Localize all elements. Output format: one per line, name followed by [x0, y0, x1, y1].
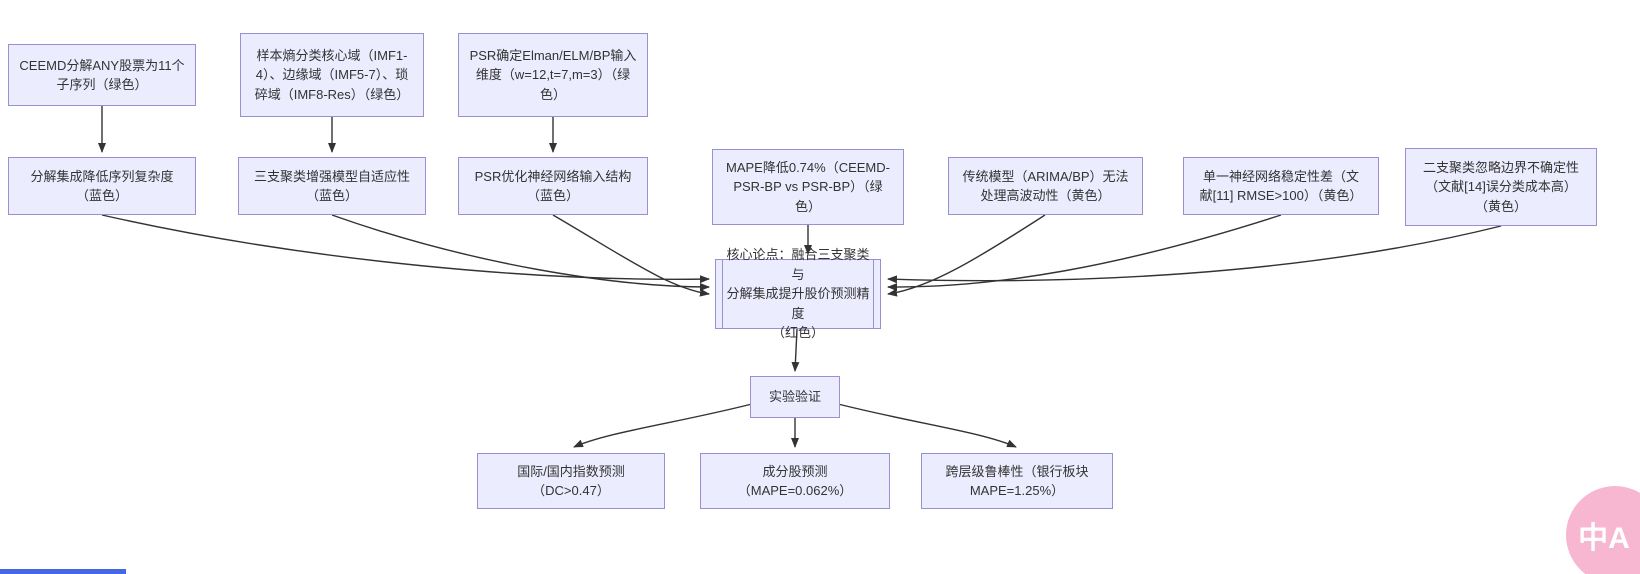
- node-three-way-clustering-benefit: 三支聚类增强模型自适应性 （蓝色）: [238, 157, 426, 215]
- edge-n9-core: [887, 214, 1282, 292]
- node-label: 核心论点：融合三支聚类与 分解集成提升股价预测精度 （红色）: [726, 247, 870, 341]
- edge-n10-core: [887, 225, 1502, 284]
- node-label: PSR确定Elman/ELM/BP输入 维度（w=12,t=7,m=3）（绿 色…: [469, 47, 637, 102]
- edge-exp-b3: [837, 403, 1017, 448]
- node-single-nn-limitation: 单一神经网络稳定性差（文 献[11] RMSE>100）（黄色）: [1183, 157, 1379, 215]
- node-label: 跨层级鲁棒性（银行板块 MAPE=1.25%）: [945, 463, 1089, 499]
- edge-core-exp: [791, 328, 800, 372]
- edge-n4-core: [101, 214, 710, 284]
- node-label: CEEMD分解ANY股票为11个 子序列（绿色）: [19, 57, 185, 93]
- node-label: 样本熵分类核心域（IMF1- 4）、边缘域（IMF5-7）、琐 碎域（IMF8-…: [254, 47, 410, 102]
- node-ceemd-decomposition: CEEMD分解ANY股票为11个 子序列（绿色）: [8, 44, 196, 106]
- node-psr-input-dimension: PSR确定Elman/ELM/BP输入 维度（w=12,t=7,m=3）（绿 色…: [458, 33, 648, 117]
- node-label: 单一神经网络稳定性差（文 献[11] RMSE>100）（黄色）: [1199, 168, 1363, 204]
- edge-n6-core: [552, 214, 710, 297]
- node-sample-entropy-domains: 样本熵分类核心域（IMF1- 4）、边缘域（IMF5-7）、琐 碎域（IMF8-…: [240, 33, 424, 117]
- node-label: MAPE降低0.74%（CEEMD- PSR-BP vs PSR-BP）（绿 色…: [726, 159, 890, 214]
- node-label: 分解集成降低序列复杂度 （蓝色）: [30, 168, 174, 204]
- node-label: 三支聚类增强模型自适应性 （蓝色）: [253, 168, 410, 204]
- node-label: PSR优化神经网络输入结构 （蓝色）: [474, 168, 632, 204]
- node-mape-evidence: MAPE降低0.74%（CEEMD- PSR-BP vs PSR-BP）（绿 色…: [712, 149, 904, 225]
- node-psr-structure-benefit: PSR优化神经网络输入结构 （蓝色）: [458, 157, 648, 215]
- edge-n8-core: [887, 214, 1046, 297]
- node-label: 国际/国内指数预测 （DC>0.47）: [517, 463, 625, 499]
- node-core-thesis: 核心论点：融合三支聚类与 分解集成提升股价预测精度 （红色）: [715, 247, 881, 340]
- edge-n5-core: [331, 214, 710, 291]
- node-label: 传统模型（ARIMA/BP）无法 处理高波动性（黄色）: [962, 168, 1129, 204]
- bottom-edge-blue-bar: [0, 569, 126, 574]
- translate-button[interactable]: 中A: [1566, 486, 1640, 574]
- edge-exp-b1: [573, 403, 753, 448]
- node-constituent-prediction-result: 成分股预测 （MAPE=0.062%）: [700, 453, 890, 509]
- node-traditional-model-limitation: 传统模型（ARIMA/BP）无法 处理高波动性（黄色）: [948, 157, 1143, 215]
- node-decomposition-benefit: 分解集成降低序列复杂度 （蓝色）: [8, 157, 196, 215]
- node-index-prediction-result: 国际/国内指数预测 （DC>0.47）: [477, 453, 665, 509]
- node-experiment-validation: 实验验证: [750, 376, 840, 418]
- node-label: 实验验证: [768, 389, 821, 405]
- translate-icon: 中A: [1578, 522, 1630, 555]
- node-robustness-result: 跨层级鲁棒性（银行板块 MAPE=1.25%）: [921, 453, 1113, 509]
- node-label: 二支聚类忽略边界不确定性 （文献[14]误分类成本高） （黄色）: [1422, 159, 1579, 214]
- node-label: 成分股预测 （MAPE=0.062%）: [737, 463, 853, 499]
- node-two-way-clustering-limitation: 二支聚类忽略边界不确定性 （文献[14]误分类成本高） （黄色）: [1405, 148, 1597, 226]
